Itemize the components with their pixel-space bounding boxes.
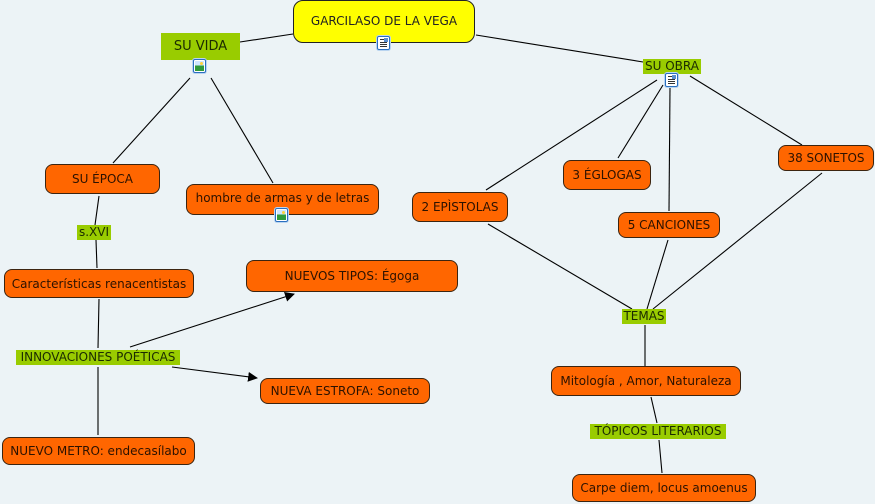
linking-phrase-s-xvi[interactable]: s.XVI bbox=[77, 225, 111, 240]
linking-phrase-su-vida[interactable]: SU VIDA bbox=[161, 33, 240, 60]
document-icon[interactable] bbox=[377, 36, 390, 50]
link-s-xvi-caracteristicas bbox=[95, 239, 98, 269]
link-topicos-carpe bbox=[658, 439, 663, 474]
concept-nueva-estrofa[interactable]: NUEVA ESTROFA: Soneto bbox=[260, 378, 430, 404]
link-su-obra-canciones bbox=[668, 87, 671, 212]
image-icon[interactable] bbox=[193, 59, 206, 73]
concept-su-epoca-label: SU ÉPOCA bbox=[71, 172, 134, 186]
concept-nuevo-metro-label: NUEVO METRO: endecasílabo bbox=[10, 444, 187, 458]
concept-nuevos-tipos[interactable]: NUEVOS TIPOS: Égoga bbox=[246, 260, 458, 292]
concept-carpe[interactable]: Carpe diem, locus amoenus bbox=[572, 474, 756, 502]
link-sonetos-temas bbox=[652, 172, 823, 310]
linking-phrase-innovaciones[interactable]: INNOVACIONES POÉTICAS bbox=[16, 350, 180, 365]
linking-phrase-innovaciones-text: INNOVACIONES POÉTICAS bbox=[20, 350, 176, 364]
linking-phrase-su-vida-text: SU VIDA bbox=[173, 39, 228, 54]
link-caracteristicas-innovaciones bbox=[97, 298, 100, 349]
linking-phrase-topicos[interactable]: TÓPICOS LITERARIOS bbox=[590, 424, 726, 439]
concept-su-epoca[interactable]: SU ÉPOCA bbox=[45, 164, 160, 194]
linking-phrase-topicos-text: TÓPICOS LITERARIOS bbox=[594, 424, 722, 438]
link-su-epoca-s-xvi bbox=[94, 195, 100, 226]
link-canciones-temas bbox=[646, 239, 669, 310]
concept-root[interactable]: GARCILASO DE LA VEGA bbox=[293, 0, 475, 43]
concept-mitologia-label: Mitología , Amor, Naturaleza bbox=[560, 374, 732, 388]
link-root-su-vida bbox=[239, 33, 294, 43]
concept-canciones-label: 5 CANCIONES bbox=[627, 218, 711, 232]
link-su-obra-epistolas bbox=[485, 79, 658, 191]
concept-root-label: GARCILASO DE LA VEGA bbox=[310, 13, 458, 28]
linking-phrase-temas-text: TEMAS bbox=[623, 309, 665, 323]
concept-eglogas[interactable]: 3 ÉGLOGAS bbox=[563, 160, 651, 190]
concept-sonetos-label: 38 SONETOS bbox=[787, 151, 865, 165]
link-su-vida-hombre bbox=[210, 77, 274, 184]
concept-mitologia[interactable]: Mitología , Amor, Naturaleza bbox=[551, 366, 741, 396]
link-su-vida-su-epoca bbox=[112, 77, 191, 164]
concept-hombre-label: hombre de armas y de letras bbox=[195, 190, 370, 205]
concept-nueva-estrofa-label: NUEVA ESTROFA: Soneto bbox=[270, 384, 420, 398]
document-icon[interactable] bbox=[665, 73, 678, 87]
linking-phrase-su-obra[interactable]: SU OBRA bbox=[643, 59, 701, 74]
concept-carpe-label: Carpe diem, locus amoenus bbox=[580, 481, 748, 495]
link-root-su-obra bbox=[475, 34, 644, 63]
linking-phrase-temas[interactable]: TEMAS bbox=[622, 309, 666, 324]
concept-eglogas-label: 3 ÉGLOGAS bbox=[572, 168, 642, 182]
concept-nuevo-metro[interactable]: NUEVO METRO: endecasílabo bbox=[2, 437, 195, 465]
concept-epistolas[interactable]: 2 EPÌSTOLAS bbox=[412, 192, 508, 222]
concept-nuevos-tipos-label: NUEVOS TIPOS: Égoga bbox=[284, 269, 420, 283]
concept-sonetos[interactable]: 38 SONETOS bbox=[778, 145, 874, 171]
link-su-obra-eglogas bbox=[617, 84, 664, 159]
link-epistolas-temas bbox=[487, 223, 633, 310]
concept-caracteristicas[interactable]: Características renacentistas bbox=[4, 269, 194, 298]
concept-canciones[interactable]: 5 CANCIONES bbox=[618, 212, 720, 238]
image-icon[interactable] bbox=[275, 208, 288, 222]
link-innovaciones-nueva-estrofa bbox=[171, 366, 258, 382]
concept-epistolas-label: 2 EPÌSTOLAS bbox=[421, 200, 499, 214]
link-innovaciones-nuevos-tipos bbox=[129, 292, 295, 348]
link-su-obra-sonetos bbox=[689, 75, 803, 146]
concept-caracteristicas-label: Características renacentistas bbox=[11, 276, 187, 291]
link-mitologia-topicos bbox=[650, 396, 658, 424]
linking-phrase-su-obra-text: SU OBRA bbox=[645, 59, 699, 73]
linking-phrase-s-xvi-text: s.XVI bbox=[78, 225, 110, 239]
